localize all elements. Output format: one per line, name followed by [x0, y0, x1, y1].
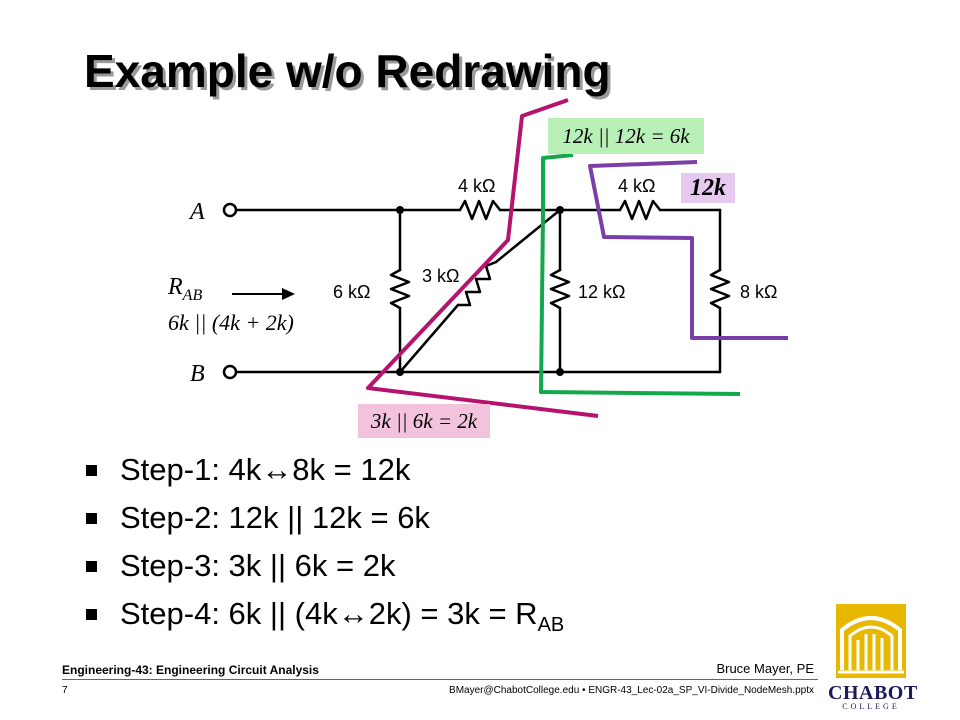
logo-name: CHABOT — [828, 682, 918, 704]
step-4-subscript: AB — [537, 614, 565, 637]
step-4: Step-4: 6k || (4k↔2k) = 3k = RAB — [86, 590, 564, 649]
chabot-logo-icon — [836, 604, 906, 678]
footer-divider — [62, 679, 818, 680]
square-bullet-icon — [86, 609, 97, 620]
node-b-label: B — [190, 361, 205, 387]
label-6k: 6 kΩ — [333, 282, 370, 302]
label-4k-left: 4 kΩ — [458, 176, 495, 196]
step-3-prefix: Step-3: 3k — [120, 548, 270, 583]
green-cut-line — [539, 153, 741, 396]
step-2-parallel: || — [287, 500, 304, 535]
label-12k: 12 kΩ — [578, 282, 625, 302]
magenta-cut-line — [366, 98, 599, 418]
junction-2 — [556, 206, 564, 214]
wire-3k-lower — [398, 303, 460, 374]
green-equation-box: 12k || 12k = 6k — [548, 118, 704, 154]
step-1-text: Step-1: 4k↔8k = 12k — [120, 452, 411, 487]
purple-equation-box: 12k — [681, 173, 735, 203]
page-number: 7 — [62, 685, 68, 696]
pink-equation-box: 3k || 6k = 2k — [358, 404, 490, 438]
resistor-6k — [389, 268, 411, 310]
terminal-a — [222, 202, 238, 218]
footer-file: BMayer@ChabotCollege.edu • ENGR-43_Lec-0… — [449, 685, 814, 696]
step-4-parallel: || — [269, 596, 287, 631]
step-4-suffix: (4k↔2k) = 3k = R — [286, 596, 538, 631]
label-3k: 3 kΩ — [422, 266, 459, 286]
step-3-parallel: || — [269, 548, 287, 583]
rab-arrow-head — [282, 288, 295, 300]
label-4k-right: 4 kΩ — [618, 176, 655, 196]
step-3-suffix: 6k = 2k — [286, 548, 396, 583]
step-2-prefix: Step-2: 12k — [120, 500, 288, 535]
step-3: Step-3: 3k || 6k = 2k — [86, 542, 564, 590]
resistor-12k — [549, 268, 571, 310]
rab-label-main: R — [167, 274, 183, 300]
chabot-logo: CHABOT COLLEGE — [828, 600, 918, 712]
resistor-8k — [709, 268, 731, 310]
square-bullet-icon — [86, 465, 97, 476]
logo-subtitle: COLLEGE — [842, 702, 900, 711]
footer-course: Engineering-43: Engineering Circuit Anal… — [62, 663, 319, 677]
junction-3 — [396, 368, 404, 376]
rab-expression: 6k || (4k + 2k) — [168, 310, 294, 335]
footer-author: Bruce Mayer, PE — [716, 661, 814, 676]
step-4-prefix: Step-4: 6k — [120, 596, 270, 631]
junction-1 — [396, 206, 404, 214]
wire-3k-upper — [494, 208, 562, 264]
terminal-b — [222, 364, 238, 380]
node-a-label: A — [188, 199, 205, 225]
label-8k: 8 kΩ — [740, 282, 777, 302]
square-bullet-icon — [86, 561, 97, 572]
junction-4 — [556, 368, 564, 376]
rab-label: RAB — [167, 274, 202, 304]
resistor-4k-right — [618, 199, 662, 221]
resistor-4k-left — [458, 199, 502, 221]
step-2: Step-2: 12k || 12k = 6k — [86, 494, 564, 542]
purple-cut-line — [588, 160, 788, 340]
square-bullet-icon — [86, 513, 97, 524]
step-1: Step-1: 4k↔8k = 12k — [86, 446, 564, 494]
slide-title: Example w/o Redrawing — [84, 45, 611, 97]
step-2-suffix: 12k = 6k — [303, 500, 430, 535]
steps-list: Step-1: 4k↔8k = 12k Step-2: 12k || 12k =… — [86, 446, 564, 649]
resistor-3k — [456, 260, 498, 307]
rab-label-sub: AB — [182, 287, 203, 304]
